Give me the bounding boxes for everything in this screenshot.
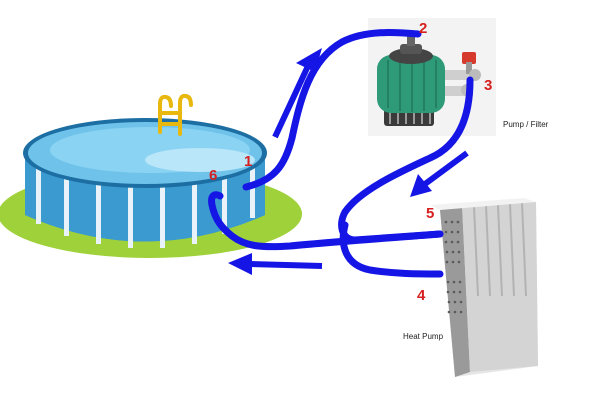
arrow-left [228, 253, 323, 275]
arrow-down-left [410, 150, 469, 197]
connection-number-5: 5 [426, 205, 434, 222]
pump-filter-label: Pump / Filter [503, 120, 549, 129]
connection-number-3: 3 [484, 77, 492, 94]
pump-filter-icon [368, 18, 496, 136]
connection-number-1: 1 [244, 153, 252, 170]
heat-pump-icon [430, 198, 538, 377]
pool-icon [0, 118, 302, 258]
hose-pool-to-pump [242, 29, 422, 191]
hose-return-to-pool [208, 191, 444, 251]
ladder-icon [158, 93, 193, 136]
connection-number-6: 6 [209, 167, 217, 184]
arrow-up-right [272, 48, 322, 139]
heat-pump-label: Heat Pump [403, 332, 444, 341]
connection-number-2: 2 [419, 20, 427, 37]
connection-number-4: 4 [417, 287, 426, 304]
